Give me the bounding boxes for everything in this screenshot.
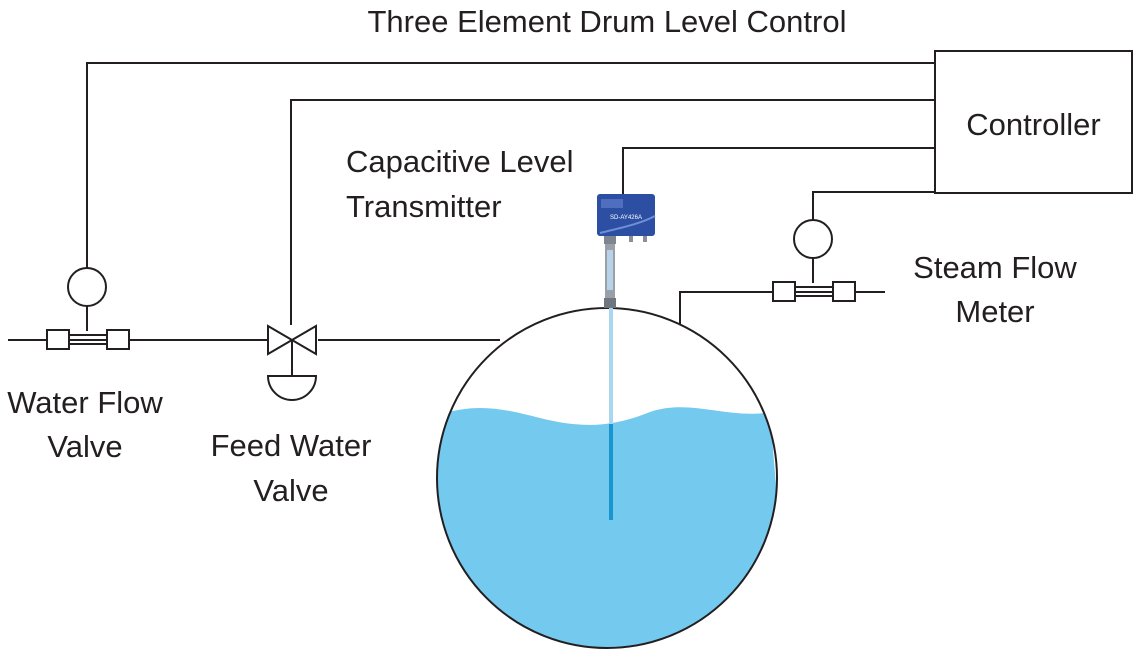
signal-line-transmitter	[622, 147, 934, 194]
steam-flow-meter-label-line2: Meter	[955, 294, 1035, 329]
control-valve-icon	[266, 324, 318, 401]
feed-water-valve-label-line1: Feed Water	[210, 428, 372, 463]
flow-meter-icon	[67, 267, 107, 307]
water-flow-meter	[46, 267, 130, 350]
signal-line-steam-flow	[812, 191, 934, 220]
feed-water-valve-label-line2: Valve	[253, 473, 329, 508]
steam-flow-meter	[772, 219, 856, 302]
signal-line-water-flow	[86, 62, 934, 268]
water-fill	[437, 407, 777, 648]
level-transmitter-icon: SD-AY426A	[597, 194, 656, 308]
steam-flow-meter-label-line1: Steam Flow	[913, 250, 1077, 285]
drum-vessel	[436, 307, 778, 649]
probe-rod-upper	[609, 308, 613, 424]
diagram-title: Three Element Drum Level Control	[367, 4, 847, 39]
transmitter-label-line1: Capacitive Level	[346, 144, 574, 179]
signal-line-feed-water	[290, 99, 934, 325]
transmitter-label-line2: Transmitter	[346, 189, 502, 224]
water-flow-valve-label-line1: Water Flow	[7, 385, 163, 420]
controller-box	[934, 50, 1133, 194]
transmitter-model-text: SD-AY426A	[610, 215, 642, 221]
probe-rod-lower	[609, 424, 613, 520]
controller-label: Controller	[966, 107, 1101, 142]
water-flow-valve-label-line2: Valve	[47, 429, 123, 464]
flow-meter-icon	[793, 219, 833, 259]
steam-pipe	[679, 291, 885, 326]
